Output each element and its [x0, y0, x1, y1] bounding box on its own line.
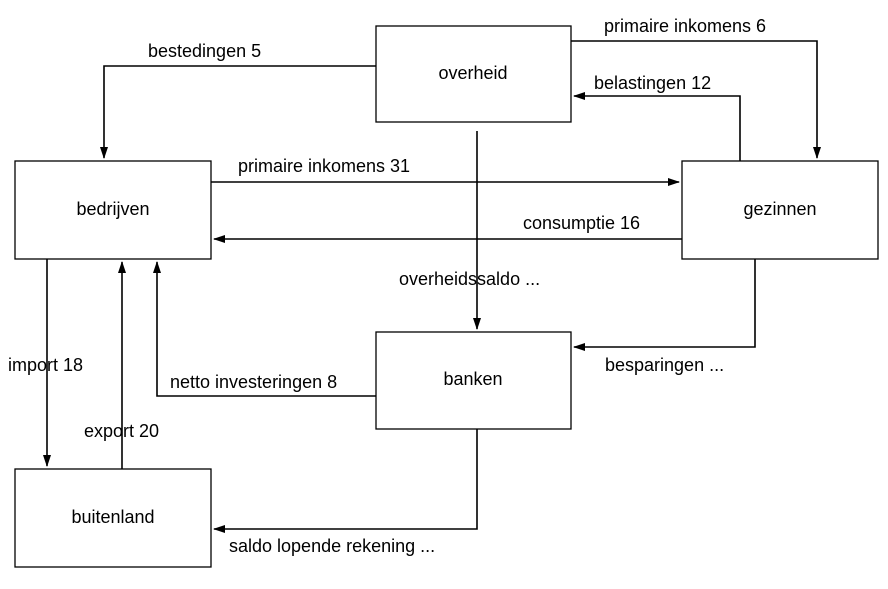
node-gezinnen-label: gezinnen: [743, 199, 816, 219]
node-banken-label: banken: [443, 369, 502, 389]
node-overheid-box: [375, 25, 572, 123]
flow-netto-investeringen-arrow: [153, 261, 376, 397]
node-buitenland-box: [14, 468, 212, 568]
flow-saldo-lopende-rekening-arrow: [213, 429, 478, 533]
node-bedrijven-box: [14, 160, 212, 260]
node-buitenland: buitenland: [14, 468, 212, 568]
node-overheid-label: overheid: [438, 63, 507, 83]
node-banken: banken: [375, 331, 572, 430]
flow-primaire-inkomens-overheid-label: primaire inkomens 6: [604, 16, 766, 36]
flow-primaire-inkomens-bedrijven-label: primaire inkomens 31: [238, 156, 410, 176]
node-bedrijven-label: bedrijven: [76, 199, 149, 219]
flow-besparingen-label: besparingen ...: [605, 355, 724, 375]
flow-bestedingen-label: bestedingen 5: [148, 41, 261, 61]
flow-belastingen-label: belastingen 12: [594, 73, 711, 93]
flow-netto-investeringen-label: netto investeringen 8: [170, 372, 337, 392]
flow-import-label: import 18: [8, 355, 83, 375]
node-buitenland-label: buitenland: [71, 507, 154, 527]
flow-overheidssaldo-label: overheidssaldo ...: [399, 269, 540, 289]
flow-export-label: export 20: [84, 421, 159, 441]
flow-belastingen-arrow: [573, 92, 741, 161]
flow-consumptie-label: consumptie 16: [523, 213, 640, 233]
flow-bestedingen-arrow: [100, 65, 376, 159]
node-gezinnen: gezinnen: [681, 160, 879, 260]
node-bedrijven: bedrijven: [14, 160, 212, 260]
flow-saldo-lopende-rekening-label: saldo lopende rekening ...: [229, 536, 435, 556]
flow-primaire-inkomens-overheid-arrow: [571, 40, 821, 159]
node-banken-box: [375, 331, 572, 430]
node-overheid: overheid: [375, 25, 572, 123]
node-gezinnen-box: [681, 160, 879, 260]
flow-besparingen-arrow: [573, 259, 756, 351]
